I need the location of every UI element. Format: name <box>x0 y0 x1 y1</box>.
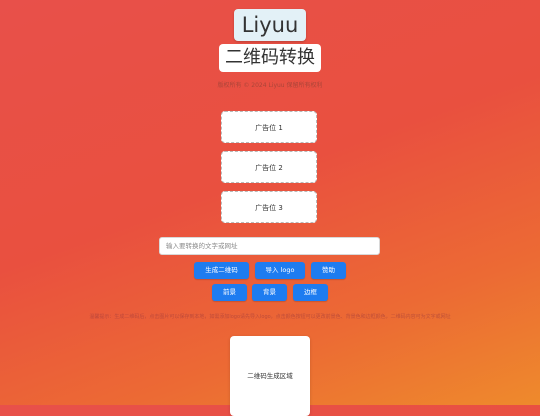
usage-note: 温馨提示：生成二维码后，点击图片可以保存到本地，如需添加logo请先导入logo… <box>89 314 451 320</box>
import-logo-button[interactable]: 导入 logo <box>255 262 305 279</box>
generate-qr-button[interactable]: 生成二维码 <box>194 262 249 279</box>
ad-slot-3[interactable]: 广告位 3 <box>221 191 317 223</box>
sponsor-button[interactable]: 赞助 <box>311 262 346 279</box>
page-title: 二维码转换 <box>219 44 321 72</box>
qr-output-area[interactable]: 二维码生成区域 <box>230 336 310 416</box>
background-color-button[interactable]: 背景 <box>252 284 287 301</box>
text-or-url-input[interactable] <box>159 237 380 255</box>
ad-slot-2[interactable]: 广告位 2 <box>221 151 317 183</box>
brand-logo: Liyuu <box>234 9 306 41</box>
border-color-button[interactable]: 边框 <box>293 284 328 301</box>
foreground-color-button[interactable]: 前景 <box>212 284 247 301</box>
ad-slot-1[interactable]: 广告位 1 <box>221 111 317 143</box>
copyright-text: 版权所有 © 2024 Liyuu 保留所有权利 <box>217 82 323 89</box>
